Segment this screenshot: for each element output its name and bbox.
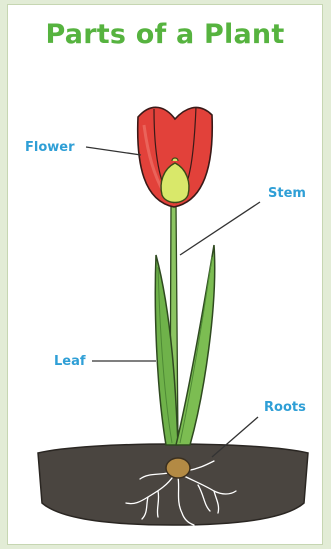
label-flower: Flower <box>25 140 75 155</box>
label-roots: Roots <box>264 400 306 415</box>
soil <box>38 444 308 525</box>
label-leaf: Leaf <box>54 354 86 369</box>
tulip-flower <box>138 107 213 207</box>
label-stem: Stem <box>268 186 306 201</box>
poster: Parts of a Plant <box>7 4 323 545</box>
flower-leader-line <box>86 147 141 155</box>
plant-diagram: Flower Stem Leaf Roots <box>8 5 324 546</box>
bulb <box>166 458 190 478</box>
stem-leader-line <box>180 202 260 255</box>
